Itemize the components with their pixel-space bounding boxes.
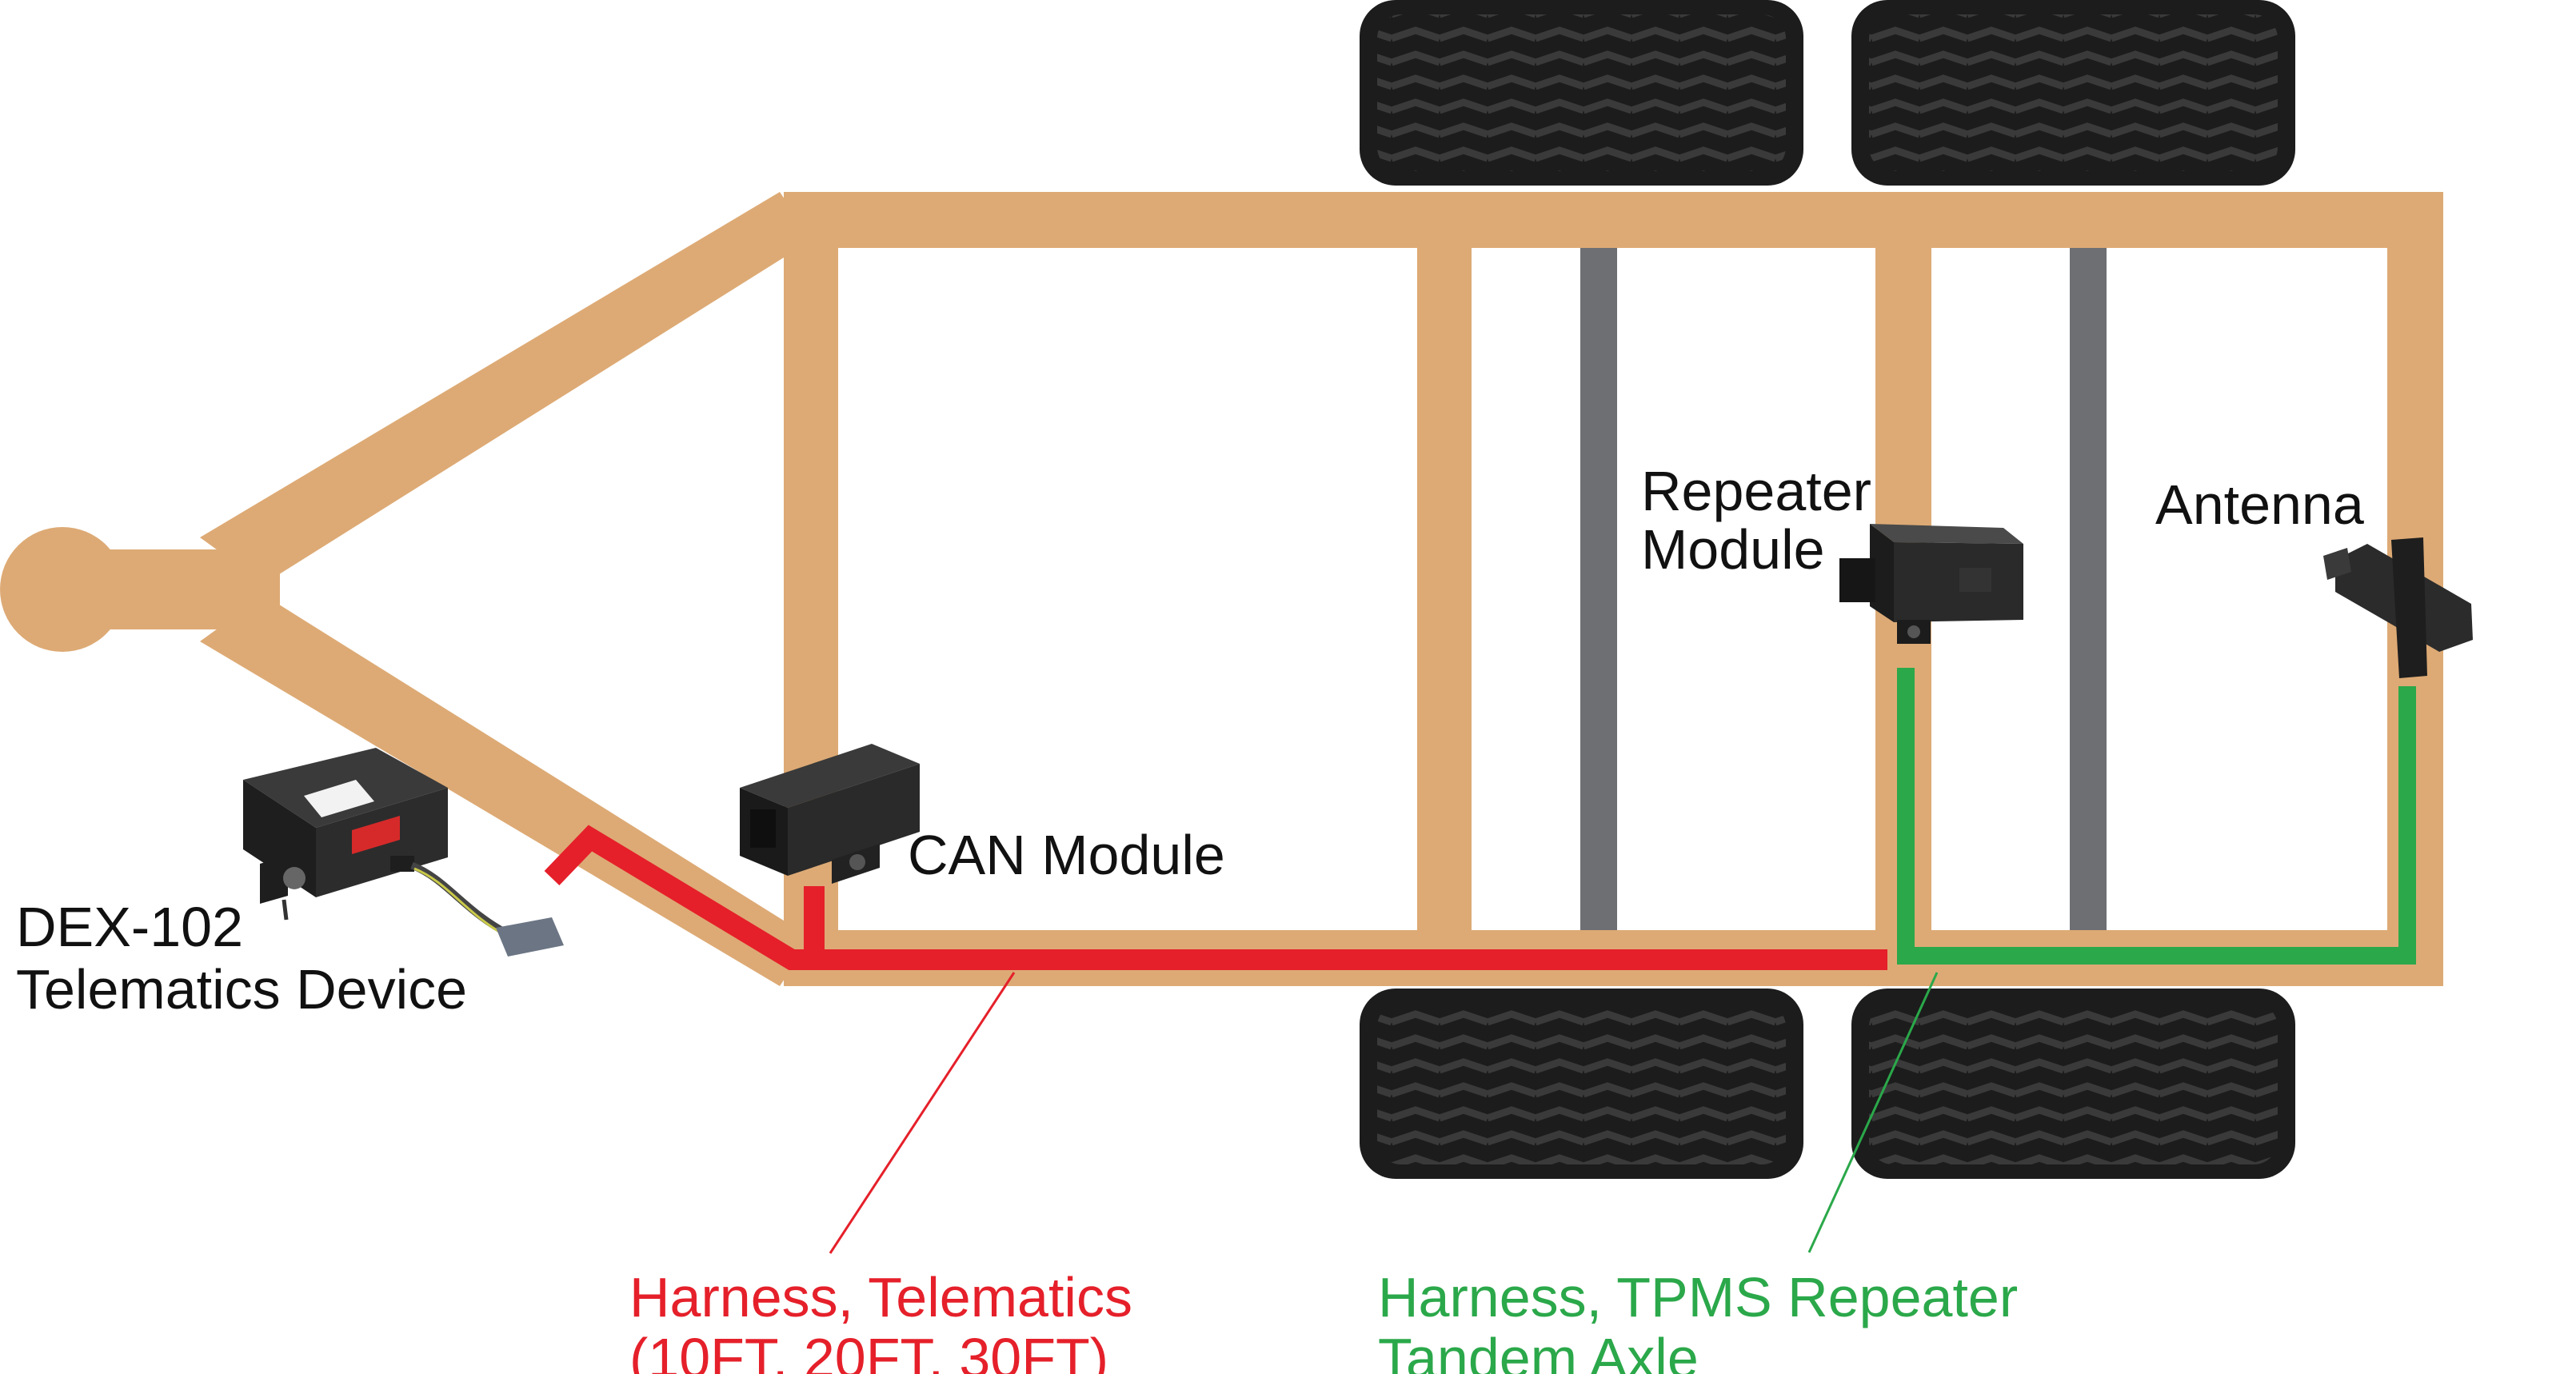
repeater-label-line2: Module <box>1641 518 1825 581</box>
telematics-leader-line <box>829 972 1016 1254</box>
tire-front-top <box>1360 0 1803 186</box>
tpms-harness-label-line2: Tandem Axle <box>1378 1327 1699 1374</box>
device-label-line2: Telematics Device <box>16 958 467 1021</box>
tire-rear-top <box>1851 0 2295 186</box>
tpms-harness <box>1897 668 2416 965</box>
device-label-line1: DEX-102 <box>16 896 243 958</box>
telematics-harness-label-line1: Harness, Telematics <box>629 1266 1132 1328</box>
axle-front <box>1580 248 1617 933</box>
repeater-module-icon <box>1839 524 2023 644</box>
can-module-icon <box>740 744 920 884</box>
telematics-harness-label-line2: (10FT, 20FT, 30FT) <box>629 1327 1108 1374</box>
tpms-harness-label-line1: Harness, TPMS Repeater <box>1378 1266 2018 1328</box>
antenna-label: Antenna <box>2155 473 2364 536</box>
repeater-label-line1: Repeater <box>1641 460 1871 522</box>
tire-rear-bottom <box>1851 989 2295 1179</box>
can-module-label: CAN Module <box>908 824 1225 886</box>
telematics-harness <box>544 825 1887 970</box>
antenna-icon <box>2323 537 2473 678</box>
telematics-device-icon <box>243 748 564 957</box>
tpms-leader-line <box>1807 972 1939 1253</box>
tire-front-bottom <box>1360 989 1803 1179</box>
axle-rear <box>2070 248 2107 933</box>
